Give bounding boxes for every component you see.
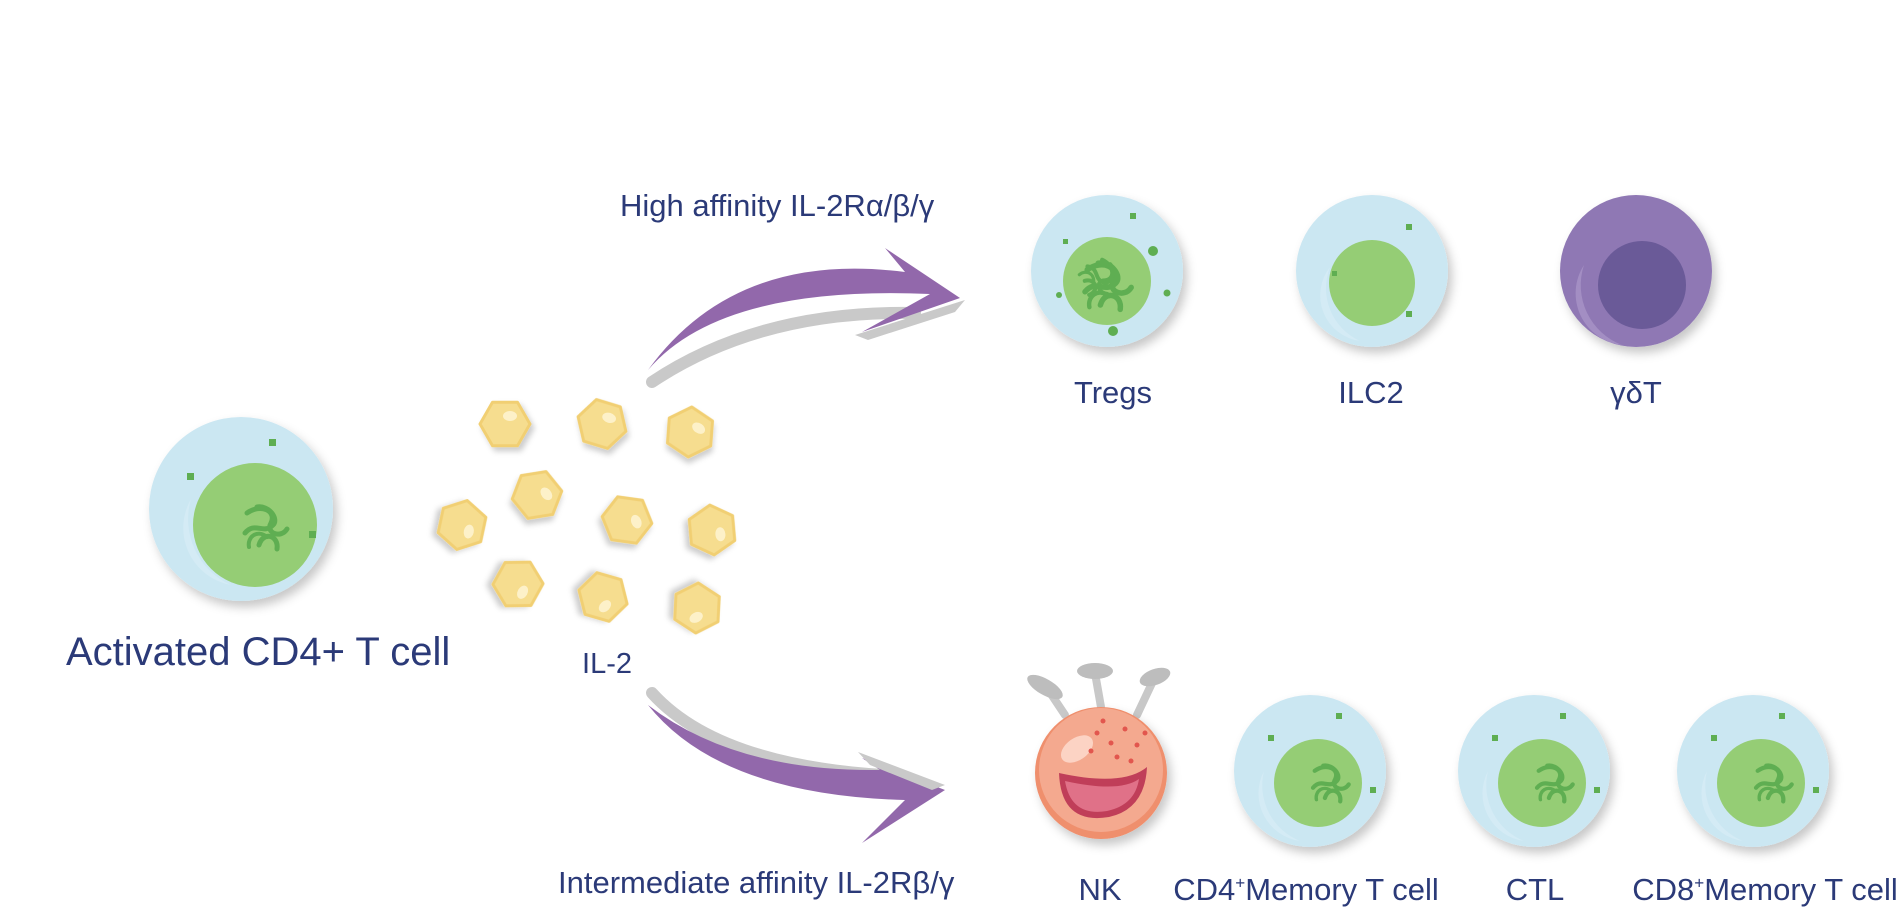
activated-cd4-t-cell xyxy=(149,417,333,601)
gamma-delta-t-cell xyxy=(1560,195,1712,347)
il2-molecule xyxy=(666,405,714,459)
cd4-superscript: + xyxy=(1235,873,1246,893)
gamma-delta-t-label: γδT xyxy=(1610,375,1662,410)
cd4-memory-t-cell xyxy=(1234,695,1386,847)
activated-cd4-t-cell-label: Activated CD4+ T cell xyxy=(66,630,451,674)
il2-cluster xyxy=(436,398,737,635)
cd4-memory-t-cell-label: CD4+Memory T cell xyxy=(1173,874,1438,905)
ilc2-cell xyxy=(1296,195,1448,347)
il2-molecule xyxy=(510,470,564,520)
ctl-cell xyxy=(1458,695,1610,847)
il2-molecule xyxy=(491,560,545,608)
high-affinity-arrow xyxy=(646,248,965,388)
il2-label: IL-2 xyxy=(582,648,632,680)
cd8-prefix: CD8 xyxy=(1632,872,1695,907)
intermediate-affinity-arrow xyxy=(646,687,945,843)
il2-molecule xyxy=(673,581,721,635)
nk-label: NK xyxy=(1078,872,1122,907)
il2-molecule xyxy=(436,499,488,551)
cd8-memory-t-cell-label: CD8+Memory T cell xyxy=(1632,874,1896,905)
tregs-label: Tregs xyxy=(1073,375,1153,410)
intermediate-affinity-label: Intermediate affinity IL-2Rβ/γ xyxy=(558,865,955,900)
cd4-prefix: CD4 xyxy=(1173,872,1236,907)
il2-molecule xyxy=(577,571,629,623)
nk-cell xyxy=(1027,663,1171,839)
cd8-superscript: + xyxy=(1694,873,1705,893)
il2-molecule xyxy=(576,398,628,450)
ilc2-label: ILC2 xyxy=(1338,375,1404,410)
cd8-memory-t-cell xyxy=(1677,695,1829,847)
il2-molecule xyxy=(600,495,654,545)
il2-molecule xyxy=(687,503,737,557)
cd8-suffix: Memory T cell xyxy=(1704,872,1896,907)
cd4-suffix: Memory T cell xyxy=(1245,872,1439,907)
il2-molecule xyxy=(478,400,532,448)
treg-cell xyxy=(1031,195,1183,347)
ctl-label: CTL xyxy=(1505,872,1565,907)
high-affinity-label: High affinity IL-2Rα/β/γ xyxy=(620,188,935,223)
